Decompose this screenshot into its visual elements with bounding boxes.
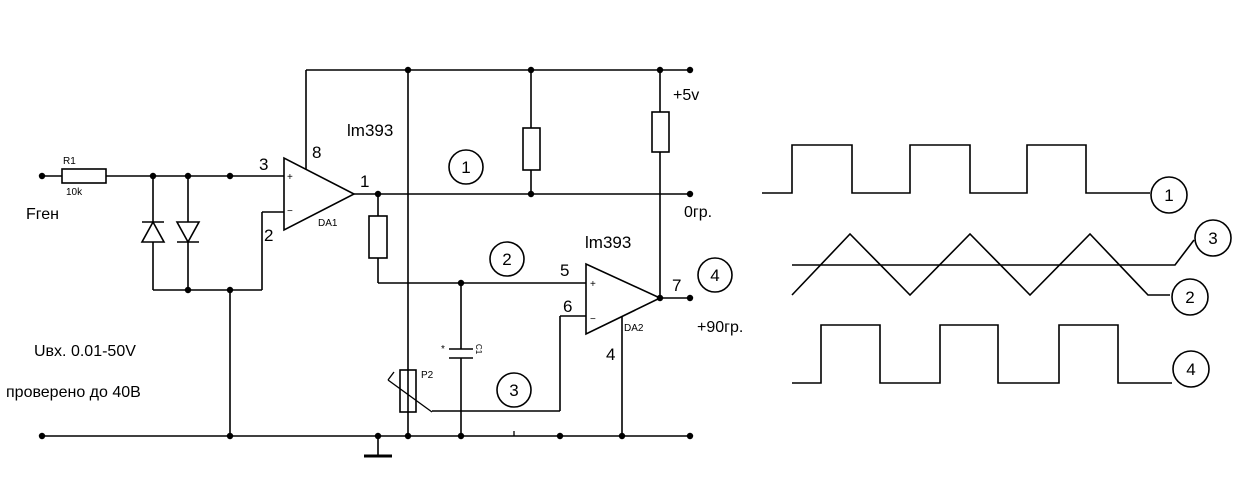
potentiometer-p2 bbox=[387, 369, 560, 413]
waveform-3-reference: 3 bbox=[792, 219, 1232, 266]
opamp2-name: lm393 bbox=[585, 233, 631, 252]
marker-3: 3 bbox=[496, 372, 532, 408]
opamp-da1 bbox=[283, 70, 356, 232]
pullup-resistor-2 bbox=[651, 111, 670, 153]
svg-text:4: 4 bbox=[1186, 360, 1195, 379]
svg-text:1: 1 bbox=[461, 158, 470, 177]
ground-rail bbox=[38, 431, 694, 458]
c1-star: * bbox=[441, 344, 445, 355]
resistor-r1 bbox=[61, 168, 107, 184]
supply-label: +5v bbox=[673, 87, 699, 104]
svg-text:2: 2 bbox=[502, 250, 511, 269]
output-90-terminal bbox=[686, 294, 694, 302]
pin-4-label: 4 bbox=[606, 345, 615, 364]
svg-text:2: 2 bbox=[1185, 288, 1194, 307]
da2-label: DA2 bbox=[624, 323, 644, 334]
output-90-label: +90гр. bbox=[697, 319, 743, 336]
output-0-label: 0гр. bbox=[684, 204, 712, 221]
p2-label: P2 bbox=[421, 370, 434, 381]
pin-1-label: 1 bbox=[360, 172, 369, 191]
da2-plus: + bbox=[590, 279, 596, 290]
pin-7-label: 7 bbox=[672, 276, 681, 295]
pin-6-label: 6 bbox=[563, 297, 572, 316]
integrator-resistor bbox=[368, 215, 388, 259]
da1-plus: + bbox=[287, 172, 293, 183]
marker-2: 2 bbox=[489, 241, 525, 277]
da2-minus: − bbox=[590, 314, 596, 325]
input-voltage-label: Uвх. 0.01-50V bbox=[34, 343, 136, 360]
supply-terminal bbox=[686, 66, 694, 74]
svg-text:3: 3 bbox=[509, 381, 518, 400]
supply-rail bbox=[306, 66, 694, 436]
tested-label: проверено до 40В bbox=[6, 384, 141, 401]
da1-minus: − bbox=[287, 206, 293, 217]
diode-1 bbox=[140, 176, 166, 290]
output-0-line bbox=[354, 190, 694, 287]
c1-label: C1 bbox=[474, 344, 483, 355]
pin-5-label: 5 bbox=[560, 261, 569, 280]
pin-3-label: 3 bbox=[259, 155, 268, 174]
diode-2 bbox=[175, 176, 201, 290]
da1-label: DA1 bbox=[318, 218, 338, 229]
svg-text:3: 3 bbox=[1208, 229, 1217, 248]
capacitor-c1 bbox=[449, 283, 473, 436]
waveform-1: 1 bbox=[762, 144, 1188, 214]
waveform-2-triangle: 2 bbox=[791, 232, 1209, 316]
input-network bbox=[38, 168, 284, 436]
pullup-resistor-1 bbox=[522, 127, 541, 171]
output-0-terminal bbox=[686, 190, 694, 198]
pin-8-label: 8 bbox=[312, 143, 321, 162]
pin-2-label: 2 bbox=[264, 226, 273, 245]
svg-text:1: 1 bbox=[1164, 186, 1173, 205]
opamp1-name: lm393 bbox=[347, 121, 393, 140]
marker-4: 4 bbox=[697, 257, 733, 293]
input-label: Fген bbox=[26, 206, 59, 223]
r1-label: R1 bbox=[63, 156, 76, 167]
marker-1: 1 bbox=[448, 149, 484, 185]
waveform-4: 4 bbox=[792, 324, 1210, 388]
svg-text:4: 4 bbox=[710, 266, 719, 285]
opamp-da2 bbox=[559, 262, 694, 436]
r1-value-label: 10k bbox=[66, 187, 83, 198]
